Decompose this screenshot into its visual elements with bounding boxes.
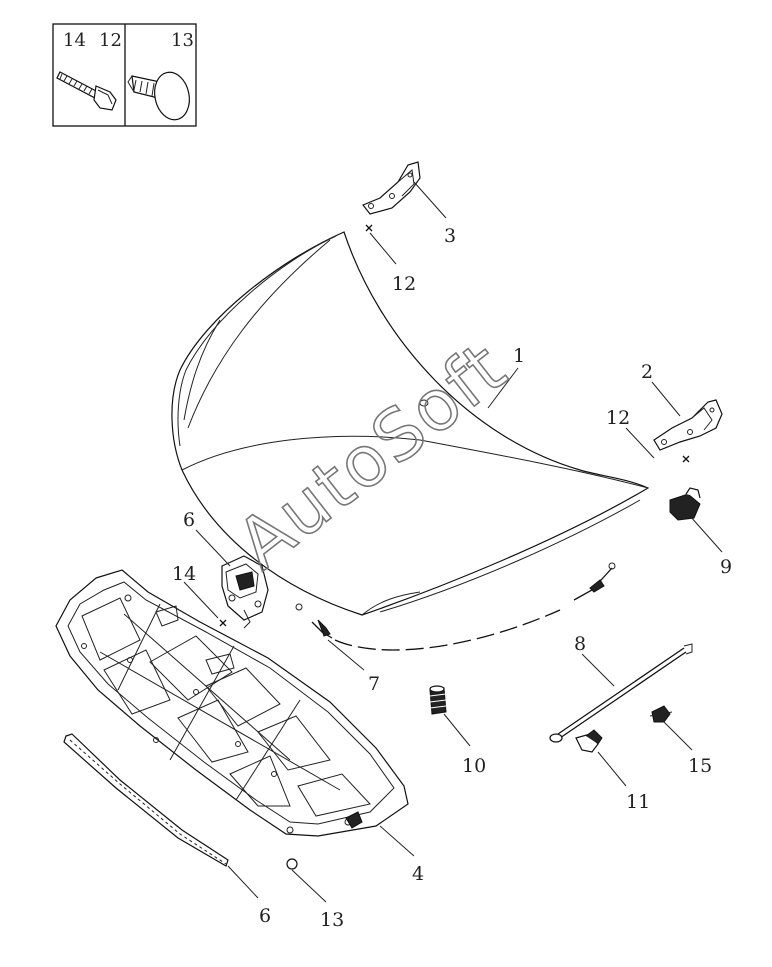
callout-12-right: 12: [606, 407, 630, 429]
callout-1: 1: [513, 345, 525, 367]
callout-7: 7: [368, 673, 380, 695]
bolt-marker-icon: [682, 455, 690, 463]
hood-hinge-right: [653, 399, 723, 463]
callout-2: 2: [641, 361, 653, 383]
weather-strip: [63, 733, 229, 867]
fastener-legend: 14 12 13: [52, 23, 197, 127]
hood-panel: [171, 231, 650, 616]
clip-rivet-icon: [127, 71, 190, 121]
bolt-icon: [56, 71, 117, 111]
callout-6-latch: 6: [183, 509, 195, 531]
rubber-cushion: [429, 685, 447, 715]
legend-label-13: 13: [171, 30, 194, 51]
callout-6-strip: 6: [259, 905, 271, 927]
hood-support-rod: [549, 643, 693, 743]
callout-14: 14: [172, 563, 196, 585]
callout-15: 15: [688, 755, 712, 777]
callout-11: 11: [626, 791, 650, 813]
bump-stopper: [669, 487, 701, 521]
legend-label-14: 14: [63, 30, 86, 51]
callout-8: 8: [574, 633, 586, 655]
callout-13: 13: [320, 909, 344, 931]
legend-label-12: 12: [99, 30, 122, 51]
callout-numbers: 3 12 1 2 12 9 6 14 7 8 10 11 15 4 6 13: [172, 225, 732, 931]
leader-lines: [183, 181, 723, 903]
hood-latch: [219, 555, 269, 629]
release-cable: [295, 562, 616, 651]
hood-insulator-frame: [55, 569, 409, 837]
bolt-marker-icon: [219, 619, 227, 627]
grommet: [649, 705, 673, 723]
callout-4: 4: [412, 863, 424, 885]
callout-3: 3: [444, 225, 456, 247]
bolt-marker-icon: [365, 224, 373, 232]
rod-holder-clip: [575, 729, 603, 753]
callout-12-top: 12: [392, 273, 416, 295]
callout-9: 9: [720, 556, 732, 578]
clip-rivet-icon: [286, 858, 298, 870]
callout-10: 10: [462, 755, 486, 777]
hood-hinge-left: [362, 161, 421, 232]
